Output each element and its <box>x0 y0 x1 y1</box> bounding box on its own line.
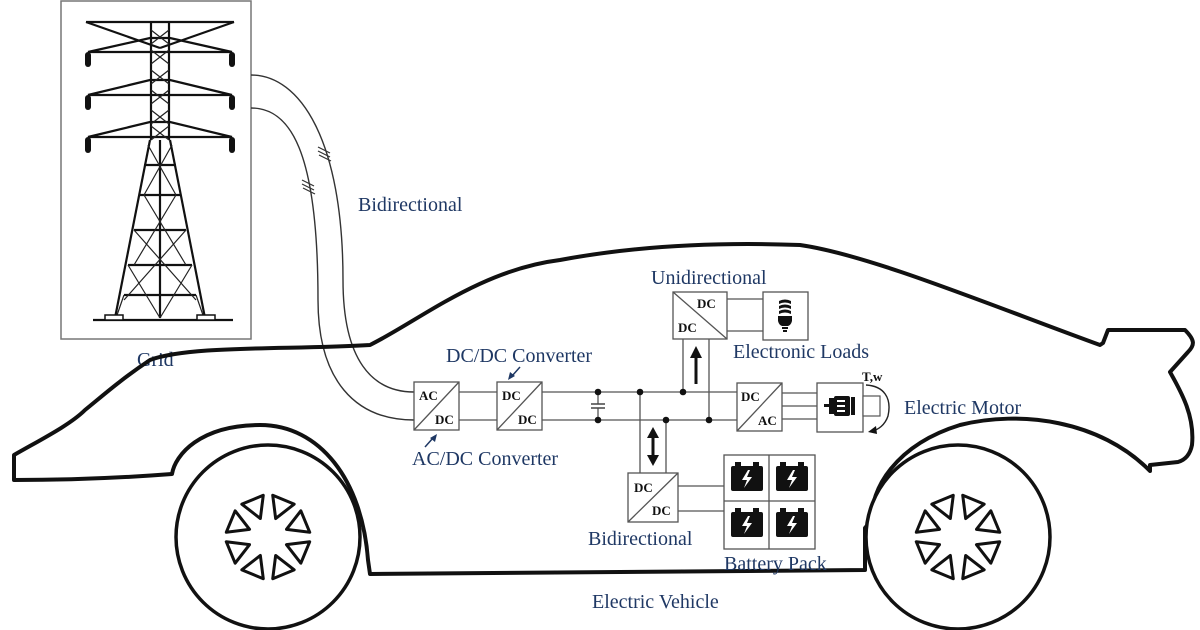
motor-icon <box>824 396 855 416</box>
wheel-spoke <box>284 540 312 565</box>
light-bulb-icon <box>778 299 792 332</box>
electric-motor-label: Electric Motor <box>904 397 1022 419</box>
loads-dcdc-block: DC DC <box>672 291 728 340</box>
battery-dcdc-block: DC DC <box>627 472 679 523</box>
dc-bus <box>459 298 817 512</box>
inverter-bottom-label: AC <box>758 413 777 428</box>
battery-pack-block <box>723 454 816 550</box>
grid-cables <box>250 74 415 421</box>
wheel-spoke <box>930 493 955 521</box>
acdc-converter-label: AC/DC Converter <box>412 448 558 470</box>
wheel-spoke <box>271 493 296 521</box>
wheel-spoke <box>271 553 296 581</box>
dcdc-converter-block: DC DC <box>496 381 543 431</box>
rear-wheel <box>864 443 1052 630</box>
wheel-spoke <box>961 553 986 581</box>
inverter-top-label: DC <box>741 389 760 404</box>
wheel-spoke <box>224 540 252 565</box>
battery-link-label: Bidirectional <box>588 528 693 550</box>
wheel-spoke <box>930 553 955 581</box>
battery-icon <box>731 462 763 491</box>
dcdc-bottom-label: DC <box>518 412 537 427</box>
unidirectional-label: Unidirectional <box>651 267 767 289</box>
front-wheel <box>174 443 362 630</box>
transmission-tower-icon <box>85 20 235 322</box>
acdc-converter-block: AC DC <box>413 381 460 431</box>
bidirectional-arrow <box>647 427 659 466</box>
vehicle-label: Electric Vehicle <box>592 591 719 613</box>
grid-link-label: Bidirectional <box>358 194 463 216</box>
battery-dcdc-bottom-label: DC <box>652 503 671 518</box>
wheel-icon <box>864 443 1052 630</box>
electronic-loads-label: Electronic Loads <box>733 341 869 363</box>
wheel-spoke <box>974 540 1002 565</box>
dcdc-converter-label: DC/DC Converter <box>446 345 592 367</box>
torque-speed-label: T,w <box>862 369 883 384</box>
unidirectional-arrow <box>690 346 702 384</box>
loads-dcdc-top-label: DC <box>697 296 716 311</box>
acdc-pointer-arrow <box>424 434 437 448</box>
wheel-spoke <box>914 540 942 565</box>
grid-frame <box>60 0 252 340</box>
battery-pack-label: Battery Pack <box>724 553 827 575</box>
rotation-arrow-icon <box>868 426 877 434</box>
grid-panel <box>60 0 252 340</box>
battery-dcdc-top-label: DC <box>634 480 653 495</box>
wheel-spoke <box>240 493 265 521</box>
electronic-loads-block <box>762 291 809 341</box>
battery-icon <box>776 508 808 537</box>
dcdc-top-label: DC <box>502 388 521 403</box>
acdc-top-label: AC <box>419 388 438 403</box>
battery-icon <box>776 462 808 491</box>
dcdc-pointer-arrow <box>508 366 521 380</box>
wheel-icon <box>174 443 362 630</box>
wheel-spoke <box>284 509 312 534</box>
wheel-spoke <box>974 509 1002 534</box>
battery-icon <box>731 508 763 537</box>
acdc-bottom-label: DC <box>435 412 454 427</box>
wheel-spoke <box>240 553 265 581</box>
electric-motor-block: T,w <box>816 369 890 434</box>
wheel-spoke <box>961 493 986 521</box>
inverter-block: DC AC <box>736 382 783 432</box>
wheel-spoke <box>224 509 252 534</box>
wheel-spoke <box>914 509 942 534</box>
loads-dcdc-bottom-label: DC <box>678 320 697 335</box>
